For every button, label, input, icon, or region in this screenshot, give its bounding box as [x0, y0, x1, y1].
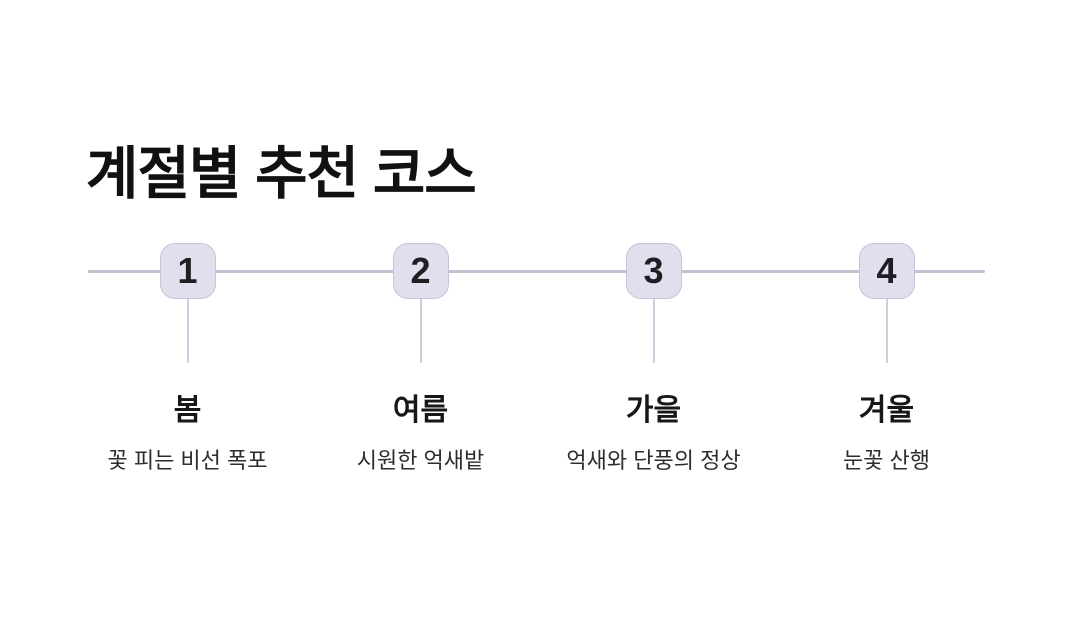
season-name: 봄 — [173, 394, 202, 427]
step-badge-2: 2 — [392, 243, 449, 299]
season-description: 꽃 피는 비선 폭포 — [107, 448, 268, 473]
season-name: 가을 — [625, 394, 682, 427]
seasonal-timeline: 1 봄 꽃 피는 비선 폭포 2 여름 시원한 억새밭 3 가을 억새와 단풍의… — [71, 243, 1003, 481]
step-badge-3: 3 — [625, 243, 682, 299]
step-number: 3 — [643, 250, 664, 291]
timeline-item-winter: 4 겨울 눈꽃 산행 — [770, 243, 1003, 481]
timeline-item-spring: 1 봄 꽃 피는 비선 폭포 — [71, 243, 304, 481]
step-badge-4: 4 — [858, 243, 915, 299]
connector-line — [419, 299, 422, 363]
step-badge-1: 1 — [159, 243, 216, 299]
timeline-item-autumn: 3 가을 억새와 단풍의 정상 — [537, 243, 770, 481]
season-description: 시원한 억새밭 — [356, 448, 485, 473]
step-number: 4 — [876, 250, 897, 291]
page-title: 계절별 추천 코스 — [86, 142, 477, 207]
step-number: 2 — [410, 250, 431, 291]
season-description: 억새와 단풍의 정상 — [566, 448, 741, 473]
season-description: 눈꽃 산행 — [842, 448, 931, 473]
connector-line — [186, 299, 189, 363]
connector-line — [885, 299, 888, 363]
timeline-axis-line — [88, 270, 985, 273]
timeline-items: 1 봄 꽃 피는 비선 폭포 2 여름 시원한 억새밭 3 가을 억새와 단풍의… — [71, 243, 1003, 481]
step-number: 1 — [177, 250, 198, 291]
season-name: 겨울 — [858, 394, 915, 427]
season-name: 여름 — [392, 394, 449, 427]
timeline-item-summer: 2 여름 시원한 억새밭 — [304, 243, 537, 481]
connector-line — [652, 299, 655, 363]
